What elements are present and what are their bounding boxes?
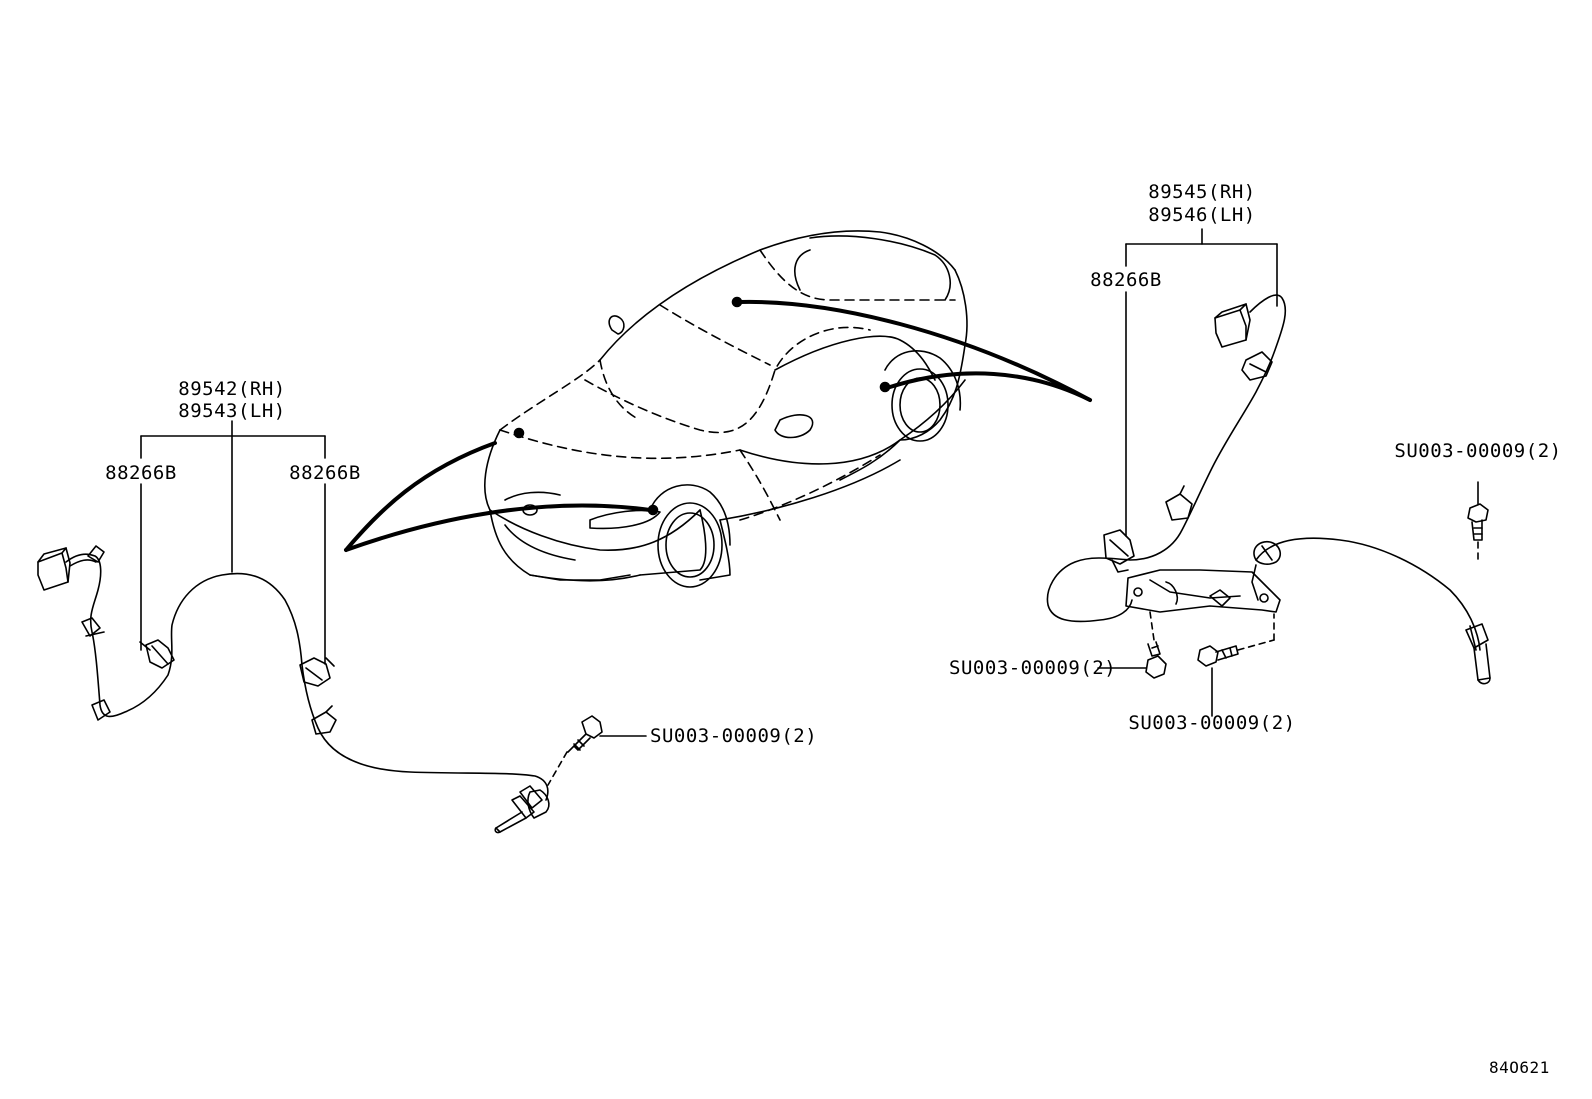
- front-sensor-rh-label: 89542(RH): [178, 378, 286, 400]
- front-label-bracket: [141, 421, 325, 664]
- rear-clamp-label: 88266B: [1090, 269, 1162, 291]
- front-bolt-label: SU003-00009(2): [650, 725, 818, 747]
- rear-sensor-lh-label: 89546(LH): [1148, 204, 1256, 226]
- rear-sensor-rh-label: 89545(RH): [1148, 181, 1256, 203]
- diagram-code: 84O621: [1489, 1058, 1550, 1077]
- front-clamp-left-label: 88266B: [105, 462, 177, 484]
- rear-speed-sensor-wire: [1047, 295, 1490, 716]
- front-sensor-lh-label: 89543(LH): [178, 400, 286, 422]
- front-callout-wedge: [346, 443, 650, 550]
- rear-bolt-middle-label: SU003-00009(2): [949, 657, 1117, 679]
- rear-callout-wedge: [740, 302, 1090, 400]
- rear-bolt-lower-label: SU003-00009(2): [1128, 712, 1296, 734]
- front-speed-sensor-wire: [38, 546, 646, 833]
- vehicle-outline-icon: [485, 231, 967, 587]
- front-clamp-right-label: 88266B: [289, 462, 361, 484]
- rear-bolt-upper-label: SU003-00009(2): [1394, 440, 1562, 462]
- rear-label-bracket: [1126, 229, 1277, 536]
